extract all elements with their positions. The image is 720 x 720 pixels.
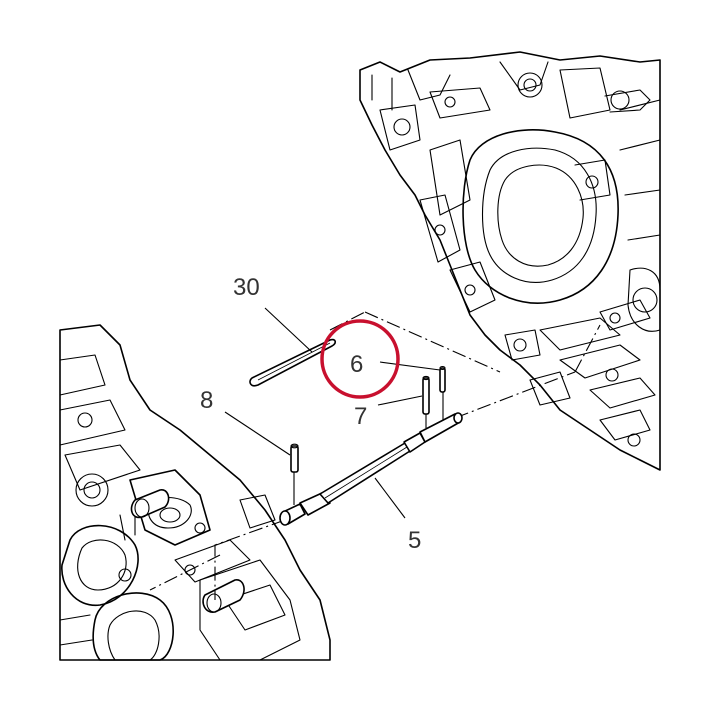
part-7-pin: [422, 375, 444, 428]
callout-6: 6: [350, 351, 363, 378]
part-8-dowel: [290, 443, 299, 505]
assembly-center-lines: [149, 311, 601, 600]
callout-30: 30: [233, 274, 260, 301]
right-crankcase-half: [359, 51, 661, 471]
part-6-pin: [439, 365, 446, 393]
callout-5: 5: [408, 527, 421, 554]
part-30-strip: [249, 338, 336, 387]
leader-lines: [224, 307, 441, 519]
callout-7: 7: [354, 403, 367, 430]
callout-8: 8: [200, 387, 213, 414]
left-crankcase-half: [59, 324, 331, 661]
highlight-circle: [320, 319, 400, 399]
part-5-shaft: [279, 412, 463, 526]
